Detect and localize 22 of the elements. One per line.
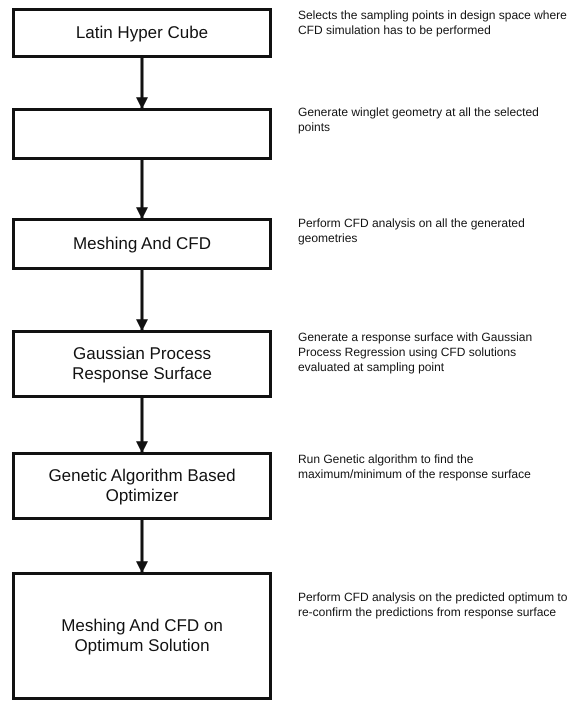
step-description: Run Genetic algorithm to find the maximum/minimum of the response surface — [298, 452, 532, 482]
step-description: Generate a response surface with Gaussian Process Regression using CFD solutions evaluated at sampling point — [298, 330, 534, 375]
step-label: Latin Hyper Cube — [76, 22, 208, 44]
arrow — [136, 520, 148, 574]
process-box — [12, 452, 272, 520]
process-box — [12, 8, 272, 58]
step-description: Generate winglet geometry at all the selected points — [298, 105, 540, 135]
process-box — [12, 572, 272, 700]
arrow — [136, 160, 148, 220]
step-description: Selects the sampling points in design space where CFD simulation has to be performed — [298, 8, 568, 38]
arrow — [136, 270, 148, 332]
arrow — [136, 58, 148, 110]
step-label: Gaussian Process Response Surface — [71, 344, 213, 384]
empty-process-box — [12, 108, 272, 160]
step-label: Meshing And CFD on Optimum Solution — [60, 616, 224, 656]
step-description: Perform CFD analysis on the predicted optimum to re-confirm the predictions from response surface — [298, 590, 568, 620]
process-box — [12, 330, 272, 398]
arrow — [136, 398, 148, 454]
process-box — [12, 218, 272, 270]
step-label: Meshing And CFD — [73, 234, 211, 254]
step-description: Perform CFD analysis on all the generated geometries — [298, 216, 526, 246]
step-label: Genetic Algorithm Based Optimizer — [47, 466, 237, 506]
